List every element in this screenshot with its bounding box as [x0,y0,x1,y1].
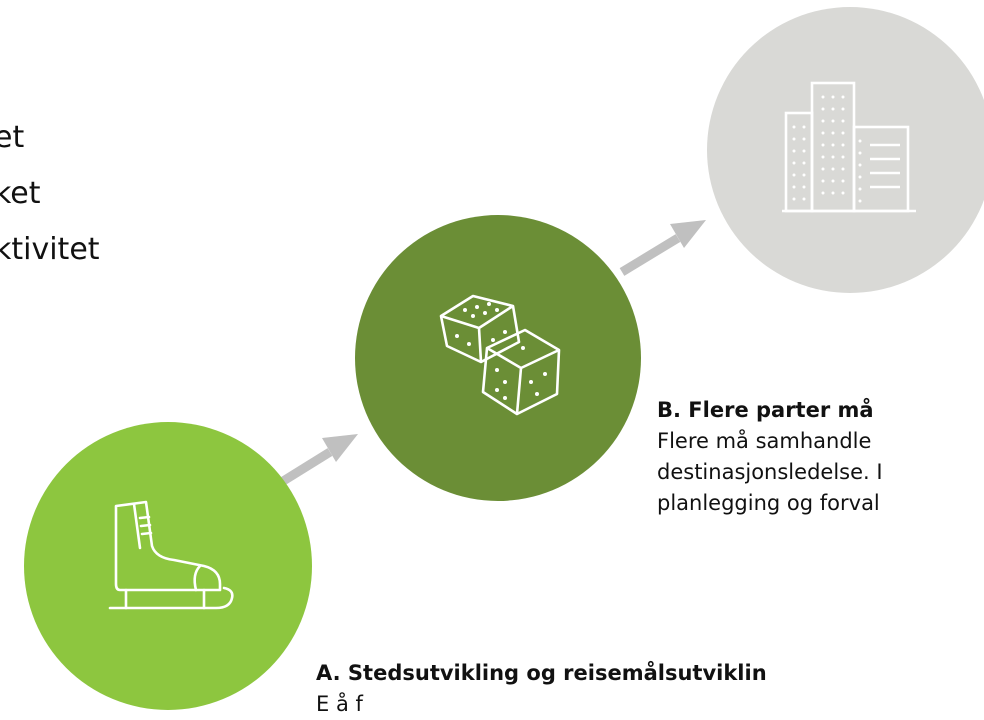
text-a-heading: A. Stedsutvikling og reisemålsutviklin [316,661,767,685]
step-circle-3 [707,7,984,293]
text-b-line: destinasjonsledelse. I [657,460,883,484]
ice-skate-icon [108,500,234,610]
bullet-line: et [0,120,25,155]
dice-icon [439,294,561,416]
text-b-line: Flere må samhandle [657,429,872,453]
bullet-list: et ket ktivitet [0,110,100,278]
buildings-icon [782,81,916,213]
arrow-1 [269,434,358,492]
step-circle-1 [24,422,312,710]
text-block-a: A. Stedsutvikling og reisemålsutviklin E… [316,658,767,720]
text-b-heading: B. Flere parter må [657,398,874,422]
step-circle-2 [355,215,641,501]
text-b-line: planlegging og forval [657,491,880,515]
text-block-b: B. Flere parter må Flere må samhandle de… [657,395,883,519]
text-a-line: E å f [316,692,363,716]
arrow-2 [619,220,706,276]
bullet-line: ktivitet [0,232,100,267]
bullet-line: ket [0,176,41,211]
